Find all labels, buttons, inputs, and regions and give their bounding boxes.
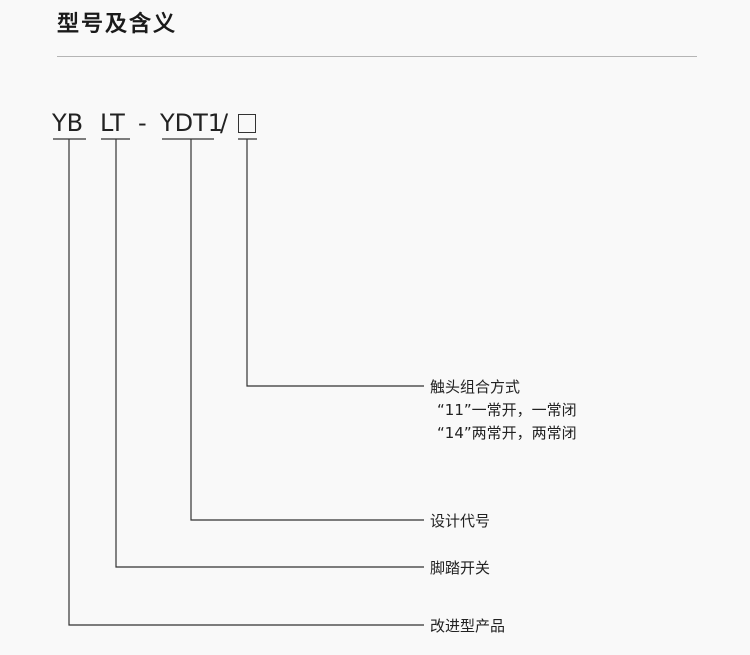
connector-foot — [115, 139, 424, 568]
label-improved-product: 改进型产品 — [430, 617, 506, 635]
code-slash: / — [220, 109, 229, 137]
label-foot-switch: 脚踏开关 — [430, 559, 491, 577]
code-dash: - — [138, 109, 147, 137]
title-divider — [57, 56, 697, 57]
code-placeholder-box — [238, 114, 256, 133]
connector-contact — [246, 139, 424, 387]
code-part-ydt1: YDT1 — [160, 109, 224, 137]
connector-improved — [68, 139, 424, 626]
label-contact-14: “14”两常开，两常闭 — [437, 424, 577, 442]
label-contact-11: “11”一常开，一常闭 — [437, 401, 577, 419]
page-title: 型号及含义 — [57, 12, 178, 37]
code-part-lt: LT — [100, 109, 125, 137]
connector-design — [190, 139, 424, 521]
code-part-yb: YB — [52, 109, 84, 137]
label-contact-title: 触头组合方式 — [430, 378, 521, 396]
label-design-code: 设计代号 — [430, 512, 491, 530]
